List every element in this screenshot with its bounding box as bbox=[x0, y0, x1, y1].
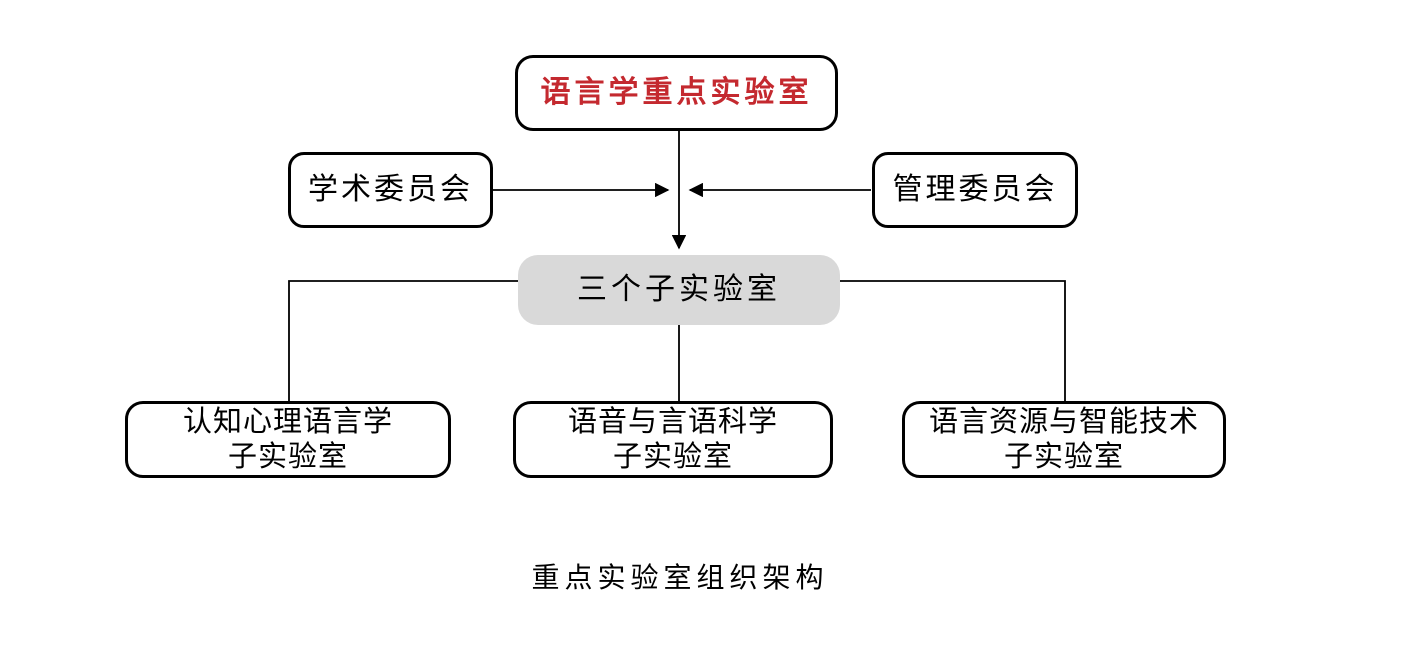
node-three-sublabs-label: 三个子实验室 bbox=[577, 272, 781, 306]
node-language-resources-tech-sublab: 语言资源与智能技术 子实验室 bbox=[902, 401, 1226, 478]
node-language-resources-tech-line1: 语言资源与智能技术 bbox=[928, 406, 1199, 439]
node-cognitive-psycholinguistics-line1: 认知心理语言学 bbox=[182, 406, 393, 439]
node-management-committee-label: 管理委员会 bbox=[892, 172, 1058, 206]
diagram-caption: 重点实验室组织架构 bbox=[531, 563, 829, 594]
node-key-laboratory-label: 语言学重点实验室 bbox=[540, 75, 813, 109]
node-language-resources-tech-line2: 子实验室 bbox=[1003, 440, 1124, 473]
node-phonetics-speech-science-line2: 子实验室 bbox=[612, 440, 733, 473]
node-cognitive-psycholinguistics-sublab: 认知心理语言学 子实验室 bbox=[125, 401, 451, 478]
node-three-sublabs: 三个子实验室 bbox=[518, 255, 840, 325]
node-phonetics-speech-science-line1: 语音与言语科学 bbox=[567, 406, 778, 439]
connector-sublabs-to-sublab1 bbox=[288, 280, 518, 401]
node-phonetics-speech-science-sublab: 语音与言语科学 子实验室 bbox=[513, 401, 833, 478]
node-academic-committee: 学术委员会 bbox=[288, 152, 493, 228]
node-cognitive-psycholinguistics-line2: 子实验室 bbox=[227, 440, 348, 473]
node-academic-committee-label: 学术委员会 bbox=[308, 172, 473, 206]
node-management-committee: 管理委员会 bbox=[872, 152, 1078, 228]
connector-sublabs-to-sublab3 bbox=[840, 280, 1066, 401]
node-key-laboratory: 语言学重点实验室 bbox=[515, 55, 838, 131]
